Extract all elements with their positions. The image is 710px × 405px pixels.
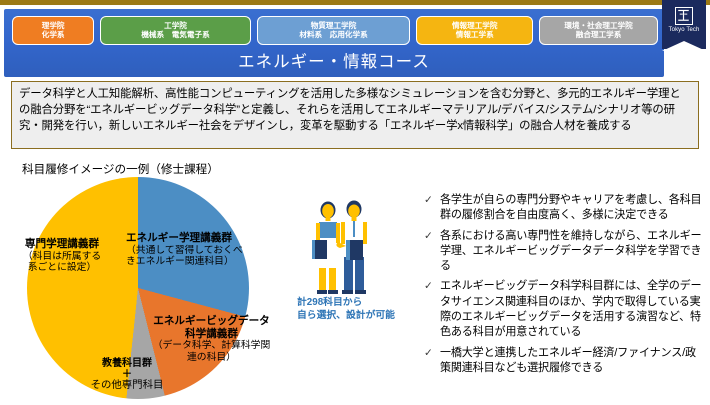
chip-line2: 化学系 xyxy=(41,29,65,39)
pie-label-line1: 教養科目群 xyxy=(102,358,152,369)
pie-label-sub2: きエネルギー関連科目） xyxy=(126,256,234,268)
list-item-text: エネルギービッグデータ科学科目群には、全学のデータサイエンス関連科目のほか、学内… xyxy=(440,280,702,339)
department-chip-engineering[interactable]: 工学院 機械系 電気電子系 xyxy=(100,16,251,45)
check-icon: ✓ xyxy=(424,229,433,242)
list-item-text: 一橋大学と連携したエネルギー経済/ファイナンス/政策関連科目なども選択履修できる xyxy=(440,346,696,374)
pie-label-title: エネルギー学理講義群 xyxy=(126,232,232,244)
chip-line1: 工学院 xyxy=(164,21,187,31)
list-item: ✓ 一橋大学と連携したエネルギー経済/ファイナンス/政策関連科目なども選択履修で… xyxy=(424,346,702,377)
page-title: エネルギー・情報コース xyxy=(238,53,430,71)
pie-label-title2: 科学講義群 xyxy=(185,327,238,340)
check-icon: ✓ xyxy=(424,346,433,359)
pie-label-title1: エネルギービッグデータ xyxy=(153,315,270,327)
tokyo-tech-logo: Tokyo Tech xyxy=(662,0,706,58)
pie-label-sub1: （共通して習得しておくべ xyxy=(126,244,243,256)
department-chip-science[interactable]: 理学院 化学系 xyxy=(12,16,95,45)
pie-label-energy-theory: エネルギー学理講義群 （共通して習得しておくべ きエネルギー関連科目） xyxy=(126,232,248,268)
list-item-text: 各学生が自らの専門分野やキャリアを考慮し、各科目群の履修割合を自由度高く、多様に… xyxy=(440,194,702,222)
chip-line2: 材料系 応用化学系 xyxy=(299,29,368,39)
students-caption: 計298科目から 自ら選択、設計が可能 xyxy=(297,297,427,323)
pie-label-energy-bigdata: エネルギービッグデータ 科学講義群 （データ科学、計算科学関 連の科目） xyxy=(144,315,279,364)
pie-slices xyxy=(27,177,249,399)
pie-label-line2: ＋ xyxy=(122,369,132,380)
ribbon-notch-shape xyxy=(662,41,706,51)
pie-label-liberal-arts: 教養科目群 ＋ その他専門科目 xyxy=(57,358,197,392)
chip-line1: 理学院 xyxy=(41,21,65,31)
chip-line2: 情報工学系 xyxy=(455,29,494,39)
feature-bullet-list: ✓ 各学生が自らの専門分野やキャリアを考慮し、各科目群の履修割合を自由度高く、多… xyxy=(424,193,702,381)
check-icon: ✓ xyxy=(424,280,433,293)
chip-line1: 環境・社会理工学院 xyxy=(564,21,633,31)
pie-label-sub2: 系ごとに設定） xyxy=(27,262,97,274)
pie-label-sub1: （科目は所属する xyxy=(22,250,102,262)
tokyo-tech-label: Tokyo Tech xyxy=(668,27,700,33)
pie-label-line3: その他専門科目 xyxy=(90,380,164,391)
pie-label-title: 専門学理講義群 xyxy=(24,238,100,250)
chip-line2: 機械系 電気電子系 xyxy=(141,29,210,39)
department-chip-computing[interactable]: 情報理工学院 情報工学系 xyxy=(416,16,534,45)
course-description: データ科学と人工知能解析、高性能コンピューティングを活用した多様なシミュレーショ… xyxy=(11,81,699,149)
list-item-text: 各系における高い専門性を維持しながら、エネルギー学理、エネルギービッグデータデー… xyxy=(440,229,702,273)
department-chip-environment[interactable]: 環境・社会理工学院 融合理工学系 xyxy=(539,16,659,45)
list-item: ✓ 各学生が自らの専門分野やキャリアを考慮し、各科目群の履修割合を自由度高く、多… xyxy=(424,193,702,224)
list-item: ✓ エネルギービッグデータ科学科目群には、全学のデータサイエンス関連科目のほか、… xyxy=(424,279,702,340)
chip-line2: 融合理工学系 xyxy=(575,29,622,39)
tokyo-tech-emblem-icon xyxy=(675,7,693,25)
list-item: ✓ 各系における高い専門性を維持しながら、エネルギー学理、エネルギービッグデータ… xyxy=(424,229,702,275)
chart-subtitle: 科目履修イメージの一例（修士課程） xyxy=(22,163,219,176)
department-chip-row: 理学院 化学系 工学院 機械系 電気電子系 物質理工学院 材料系 応用化学系 情… xyxy=(12,16,659,46)
pie-label-sub1: （データ科学、計算科学関 xyxy=(152,340,271,352)
chip-line1: 物質理工学院 xyxy=(310,21,357,31)
students-illustration-icon xyxy=(300,196,380,296)
top-gold-rule xyxy=(0,0,710,5)
pie-label-specialized: 専門学理講義群 （科目は所属する 系ごとに設定） xyxy=(6,238,118,274)
pie-label-sub2: 連の科目） xyxy=(187,352,236,364)
chip-line1: 情報理工学院 xyxy=(451,21,498,31)
curriculum-pie-chart xyxy=(27,177,249,399)
department-chip-materials[interactable]: 物質理工学院 材料系 応用化学系 xyxy=(256,16,411,45)
students-caption-line2: 自ら選択、設計が可能 xyxy=(297,309,395,321)
students-caption-line1: 計298科目から xyxy=(297,297,363,308)
check-icon: ✓ xyxy=(424,194,433,206)
